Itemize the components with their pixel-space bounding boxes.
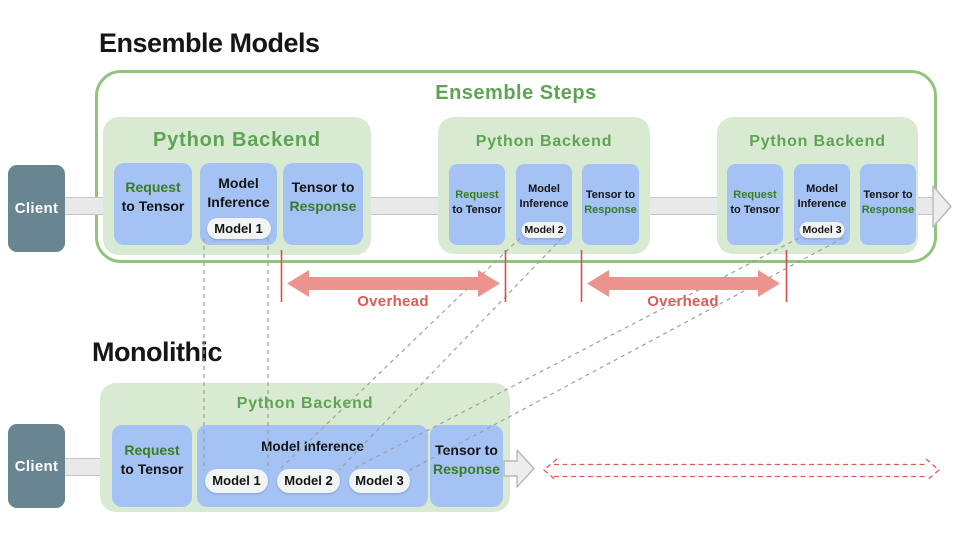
monolithic-section-title: Monolithic	[92, 337, 222, 367]
python-backend-monolithic: Python Backend Request to Tensor Model I…	[100, 383, 510, 512]
python-backend-group-2: Python Backend Request to Tensor Model I…	[438, 117, 650, 254]
model-pill-2: Model 2	[277, 469, 340, 493]
step-line: Model	[806, 183, 838, 195]
step-line: to Tensor	[120, 461, 184, 477]
python-backend-title: Python Backend	[153, 129, 321, 151]
step-line: to Tensor	[121, 198, 185, 214]
ensemble-section-title: Ensemble Models	[99, 28, 320, 58]
step-line: to Tensor	[452, 203, 502, 216]
model-pill-3: Model 3	[799, 222, 845, 238]
model-inference-label: Model Inference	[261, 439, 364, 454]
step-model-inference: Model Inference Model 3	[794, 164, 850, 245]
overhead-label-2: Overhead	[647, 293, 719, 310]
python-backend-group-1: Python Backend Request to Tensor Model I…	[103, 117, 371, 255]
step-line: Model	[218, 175, 259, 191]
model-pill-1: Model 1	[206, 218, 271, 239]
step-model-inference: Model Inference Model 2	[516, 164, 572, 245]
python-backend-title: Python Backend	[475, 133, 613, 150]
model-pill-3: Model 3	[349, 469, 410, 493]
step-request-to-tensor: Request to Tensor	[727, 164, 783, 245]
step-line: Response	[433, 461, 500, 477]
step-line: Tensor to	[585, 189, 636, 201]
pipeline-band-bottom	[65, 458, 111, 476]
step-line: Response	[861, 203, 915, 216]
step-line: Request	[124, 442, 180, 458]
step-line: Request	[455, 189, 499, 201]
step-tensor-to-response: Tensor to Response	[582, 164, 639, 245]
client-box-ensemble: Client	[8, 165, 65, 252]
step-request-to-tensor: Request to Tensor	[114, 163, 192, 245]
step-tensor-to-response: Tensor to Response	[860, 164, 916, 245]
step-line: Request	[125, 179, 181, 195]
python-backend-group-3: Python Backend Request to Tensor Model I…	[717, 117, 918, 254]
step-model-inference: Model Inference Model 1	[200, 163, 277, 245]
model-pill-2: Model 2	[521, 222, 567, 238]
step-request-to-tensor: Request to Tensor	[449, 164, 505, 245]
step-line: Tensor to	[863, 189, 913, 201]
step-line: Tensor to	[435, 442, 498, 458]
step-line: Tensor to	[291, 179, 355, 195]
ensemble-steps-label: Ensemble Steps	[435, 82, 597, 104]
step-line: Inference	[207, 194, 270, 210]
step-request-to-tensor: Request to Tensor	[112, 425, 192, 507]
step-line: Model	[528, 183, 560, 195]
python-backend-title: Python Backend	[236, 395, 374, 412]
step-tensor-to-response: Tensor to Response	[430, 425, 503, 507]
mono-latency-arrow	[542, 458, 941, 482]
step-line: Response	[289, 198, 357, 214]
python-backend-title: Python Backend	[749, 133, 886, 150]
step-line: Inference	[797, 197, 847, 210]
model-pill-1: Model 1	[205, 469, 268, 493]
step-line: Inference	[519, 197, 569, 210]
step-line: to Tensor	[730, 203, 780, 216]
step-tensor-to-response: Tensor to Response	[283, 163, 363, 245]
step-line: Response	[584, 203, 637, 216]
overhead-label-1: Overhead	[357, 293, 429, 310]
client-box-monolithic: Client	[8, 424, 65, 508]
step-line: Request	[733, 189, 777, 201]
step-model-inference-combined: Model Inference Model 1 Model 2 Model 3	[197, 425, 428, 507]
